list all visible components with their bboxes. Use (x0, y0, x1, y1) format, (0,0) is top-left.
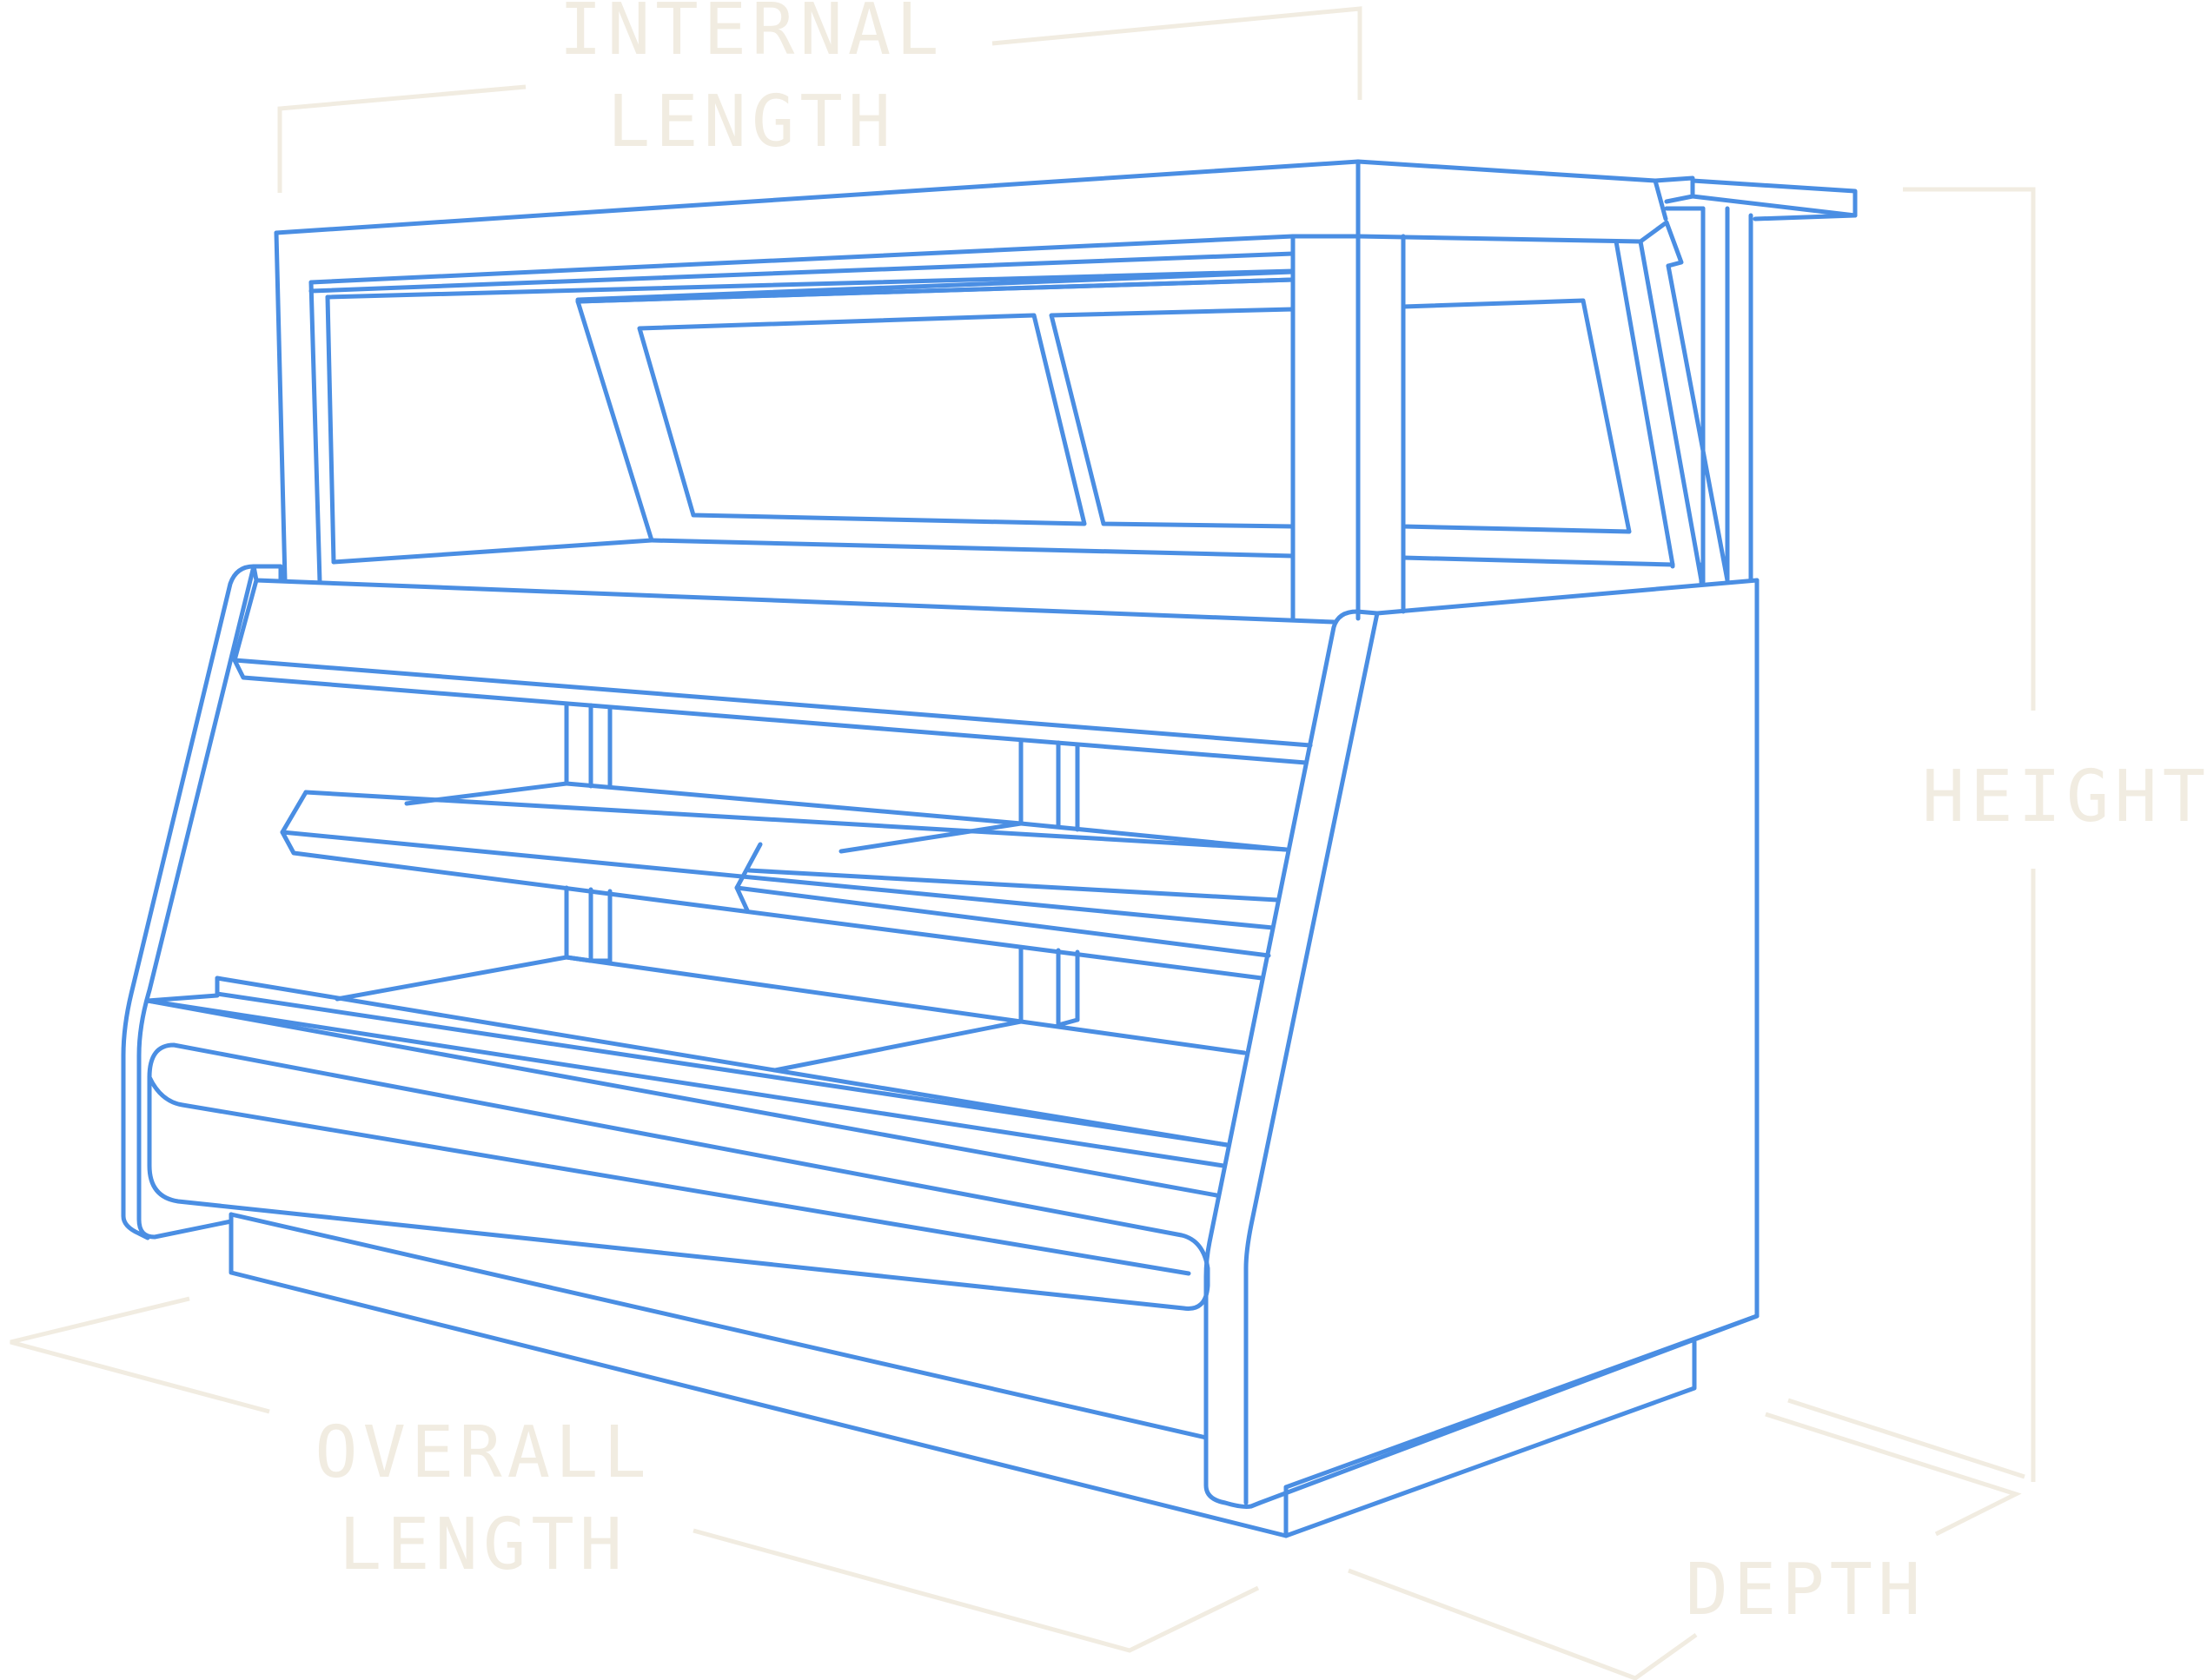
left-front-post (121, 564, 256, 1240)
display-case-outline (121, 159, 1858, 1538)
overall-length-label-line-1: OVERALL (315, 1412, 652, 1494)
glass-panels (331, 269, 1675, 567)
depth-guide-inner (1765, 1412, 2022, 1537)
height-guide-top (1903, 187, 2036, 711)
overall-length-guide-left (10, 1296, 270, 1414)
internal-length-label-line-1: INTERNAL (560, 0, 944, 71)
glass-panel-center-1 (637, 313, 1087, 526)
central-posts (1290, 206, 1753, 621)
dimension-labels: INTERNAL LENGTH HEIGHT OVERALL LENGTH DE… (315, 0, 2207, 1631)
base-plinth (229, 1212, 1760, 1538)
overall-length-guide-right (693, 1528, 1260, 1653)
internal-length-guide-right (991, 6, 1362, 100)
height-label: HEIGHT (1922, 756, 2207, 838)
overall-length-label-line-2: LENGTH (339, 1504, 627, 1586)
lower-body-rim (232, 564, 1760, 1319)
internal-length-guide-left (277, 84, 527, 193)
dimension-guides (10, 6, 2036, 1680)
glass-panel-right (1401, 298, 1632, 534)
rear-uprights (564, 701, 1080, 1028)
internal-length-label-line-2: LENGTH (607, 81, 896, 163)
shelves (145, 658, 1313, 1198)
top-canopy (274, 159, 1858, 585)
depth-label: DEPTH (1686, 1549, 1926, 1631)
glass-panel-center-2 (1049, 307, 1296, 529)
front-bumper (147, 1042, 1210, 1311)
depth-guide-outer (1787, 1398, 2025, 1479)
depth-guide-left (1348, 1568, 1698, 1680)
